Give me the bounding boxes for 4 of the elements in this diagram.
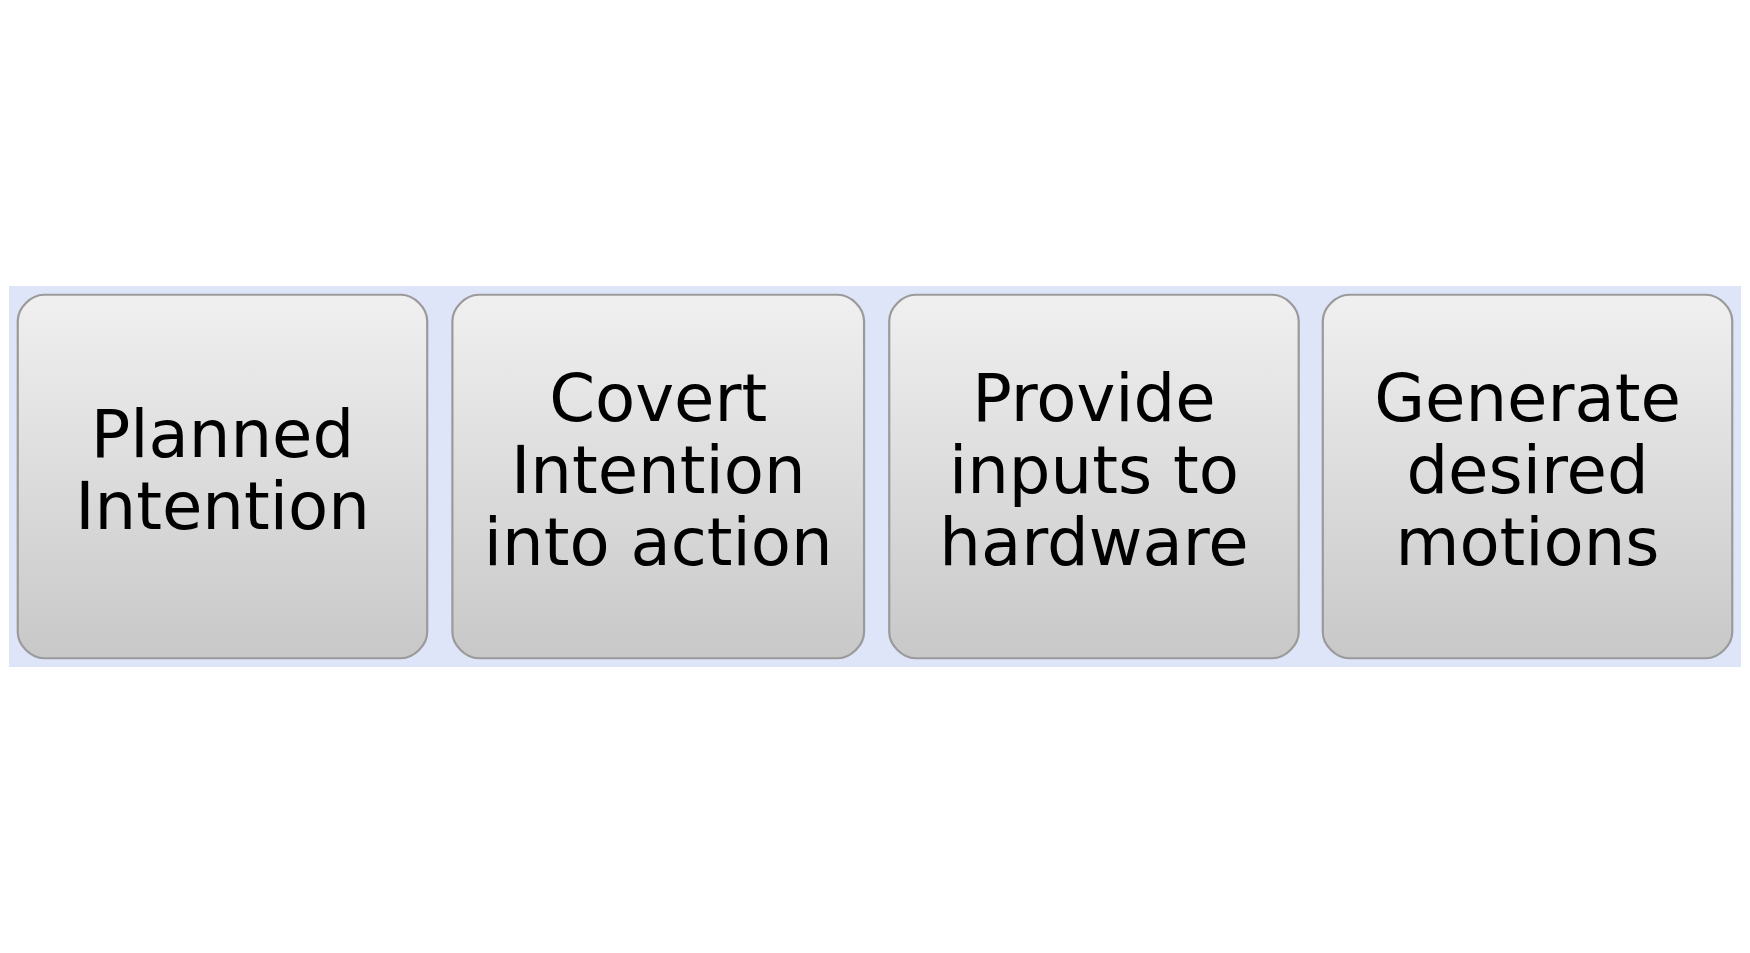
node-box: Generate desired motions [1321,293,1734,660]
node-box: Planned Intention [16,293,429,660]
node-box: Covert Intention into action [451,293,866,660]
node-box: Provide inputs to hardware [888,293,1300,660]
